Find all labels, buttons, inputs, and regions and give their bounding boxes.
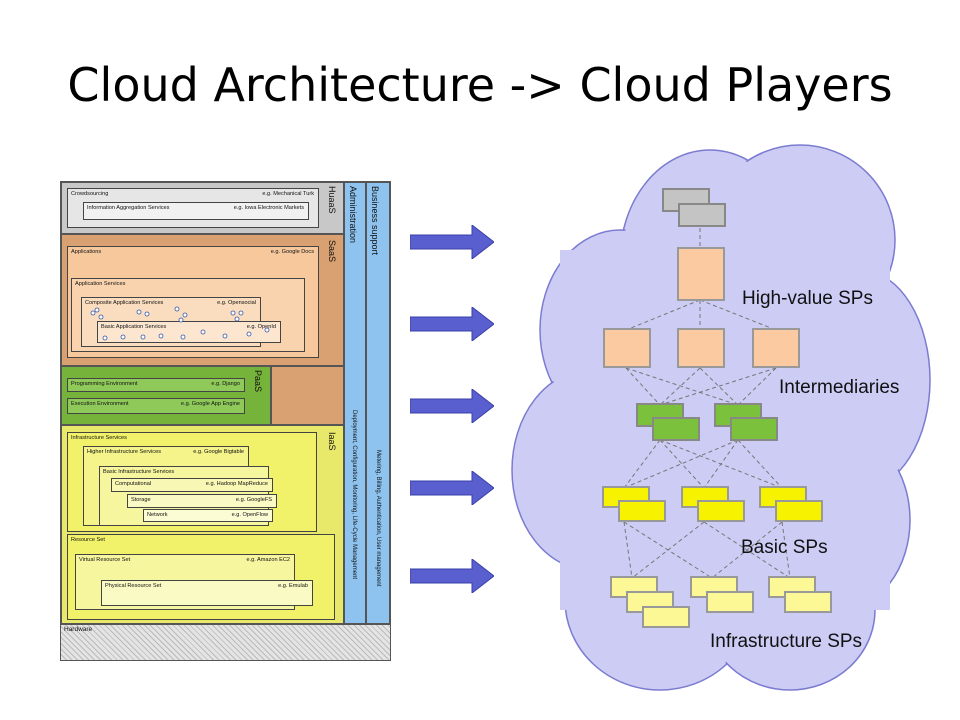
- execution-env-box: Execution Environment e.g. Google App En…: [67, 398, 245, 414]
- high-value-sps-label: High-value SPs: [742, 288, 873, 309]
- execution-env-label: Execution Environment: [71, 401, 129, 407]
- computational-example: e.g. Hadoop MapReduce: [205, 481, 268, 487]
- connector-lines: [623, 228, 791, 579]
- intermediaries-label: Intermediaries: [779, 377, 900, 398]
- high-value-nodes: [603, 247, 800, 368]
- higher-infra-label: Higher Infrastructure Services: [87, 449, 161, 455]
- physical-resource-example: e.g. Emulab: [278, 583, 308, 589]
- storage-example: e.g. GoogleFS: [235, 497, 272, 503]
- crowdsourcing-example: e.g. Mechanical Turk: [262, 191, 314, 197]
- composite-services-example: e.g. Opensocial: [217, 300, 256, 306]
- virtual-resource-label: Virtual Resource Set: [79, 557, 131, 563]
- composite-services-label: Composite Application Services: [85, 300, 164, 306]
- arrow-icon: [410, 307, 494, 341]
- virtual-resource-example: e.g. Amazon EC2: [246, 557, 290, 563]
- infrastructure-sps-label: Infrastructure SPs: [710, 631, 863, 652]
- huaas-label: HuaaS: [327, 186, 337, 214]
- arrow-icon: [410, 225, 494, 259]
- programming-env-box: Programming Environment e.g. Django: [67, 378, 245, 392]
- service-node-glyphs: [90, 306, 270, 341]
- infrastructure-sp-nodes: [610, 576, 832, 628]
- info-aggregation-example: e.g. Iowa Electronic Markets: [233, 205, 304, 211]
- iaas-label: IaaS: [327, 432, 337, 451]
- crowdsourcing-label: Crowdsourcing: [71, 191, 109, 197]
- storage-label: Storage: [131, 497, 151, 503]
- administration-label: Administration: [348, 186, 358, 244]
- network-box: Network e.g. OpenFlow: [143, 509, 273, 522]
- top-tier-nodes: [662, 188, 726, 227]
- business-support-column: [366, 182, 390, 624]
- saas-label: SaaS: [327, 240, 337, 263]
- paas-spacer: [271, 366, 344, 425]
- info-aggregation-box: Information Aggregation Services e.g. Io…: [83, 202, 309, 220]
- applications-example: e.g. Google Docs: [270, 249, 314, 255]
- programming-env-example: e.g. Django: [211, 381, 240, 387]
- arrow-icon: [410, 389, 494, 423]
- slide-title: Cloud Architecture -> Cloud Players: [67, 58, 893, 112]
- administration-detail: Deployment, Configuration, Monitoring, L…: [351, 410, 357, 580]
- hardware-layer: [61, 624, 390, 660]
- infrastructure-services-label: Infrastructure Services: [71, 435, 127, 441]
- basic-app-services-label: Basic Application Services: [101, 324, 167, 330]
- network-label: Network: [147, 512, 168, 518]
- application-services-label: Application Services: [75, 281, 126, 287]
- higher-infra-example: e.g. Google Bigtable: [193, 449, 244, 455]
- business-support-label: Business support: [370, 186, 380, 256]
- computational-label: Computational: [115, 481, 152, 487]
- cloud-architecture-diagram: Business support Administration Metering…: [60, 181, 391, 661]
- physical-resource-label: Physical Resource Set: [105, 583, 162, 589]
- physical-resource-box: Physical Resource Set e.g. Emulab: [101, 580, 313, 606]
- paas-layer: [61, 366, 271, 425]
- basic-sp-nodes: [602, 486, 823, 522]
- computational-box: Computational e.g. Hadoop MapReduce: [111, 478, 273, 492]
- resource-set-label: Resource Set: [71, 537, 105, 543]
- hardware-label: Hardware: [64, 626, 93, 633]
- network-example: e.g. OpenFlow: [231, 512, 268, 518]
- applications-label: Applications: [71, 249, 102, 255]
- business-support-detail: Metering, Billing, Authentication, User …: [375, 450, 381, 587]
- basic-infra-label: Basic Infrastructure Services: [103, 469, 175, 475]
- intermediary-nodes: [636, 403, 778, 441]
- administration-column: [344, 182, 366, 624]
- basic-app-services-example: e.g. OpenId: [246, 324, 276, 330]
- paas-label: PaaS: [253, 370, 263, 393]
- hardware-label-holder: Hardware: [61, 624, 121, 638]
- storage-box: Storage e.g. GoogleFS: [127, 494, 277, 508]
- info-aggregation-label: Information Aggregation Services: [87, 205, 170, 211]
- execution-env-example: e.g. Google App Engine: [180, 401, 240, 407]
- basic-sps-label: Basic SPs: [741, 537, 828, 558]
- programming-env-label: Programming Environment: [71, 381, 138, 387]
- arrow-icon: [410, 471, 494, 505]
- arrow-icon: [410, 559, 494, 593]
